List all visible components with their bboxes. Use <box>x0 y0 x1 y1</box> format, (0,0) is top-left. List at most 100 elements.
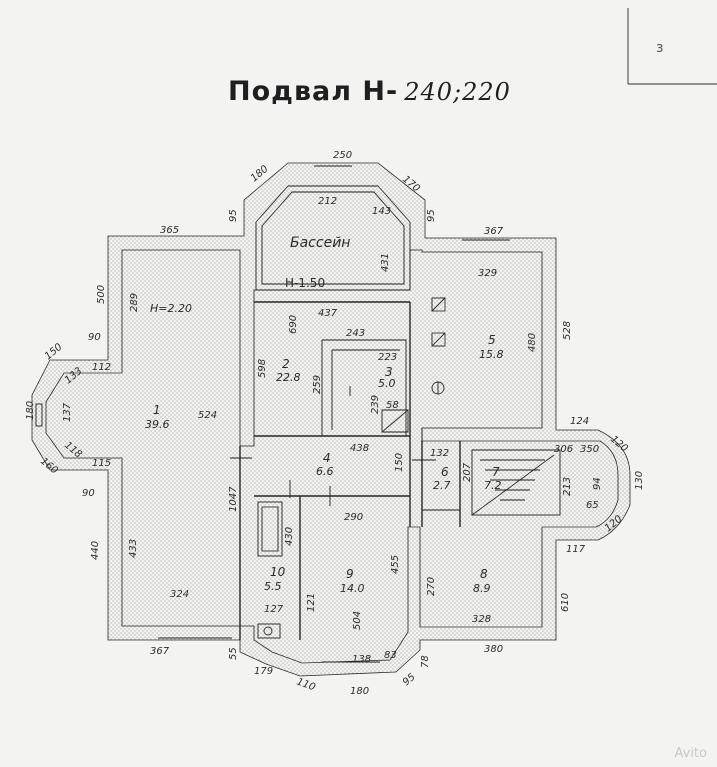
room8-area: 8.9 <box>473 582 491 595</box>
dim-room1-bottom: 324 <box>170 589 189 600</box>
dim-bay-left-90: 90 <box>88 332 101 343</box>
window-west <box>35 403 43 427</box>
dim-room1-lower: 433 <box>128 539 139 558</box>
dim-east-130: 130 <box>634 471 645 490</box>
room5-number: 5 <box>488 333 496 347</box>
dim-bay-left-180: 180 <box>25 401 36 420</box>
vent-shaft-1 <box>431 297 446 312</box>
room9-area: 14.0 <box>340 582 365 595</box>
dim-room2-width: 437 <box>318 308 338 319</box>
room7-area: 7.2 <box>484 479 502 492</box>
room9-number: 9 <box>346 567 354 581</box>
pool-inner <box>261 191 405 285</box>
dim-stair-132: 132 <box>430 448 449 459</box>
room6-area: 2.7 <box>433 479 451 492</box>
dim-stair-65: 65 <box>586 500 599 511</box>
dim-room3-223: 223 <box>378 352 397 363</box>
dim-bottom-110: 110 <box>295 676 317 693</box>
plan-title-text: Подвал Н- <box>228 76 399 107</box>
dim-room3-58: 58 <box>386 400 399 411</box>
dim-room2-598: 598 <box>257 359 268 378</box>
room3-inner <box>331 349 400 430</box>
dim-room9-138: 138 <box>352 654 371 665</box>
dim-top-bay: 250 <box>333 150 352 161</box>
dim-east-117: 117 <box>566 544 586 555</box>
dim-room3-239: 239 <box>370 395 381 414</box>
dim-bay-left-90b: 90 <box>82 488 95 499</box>
pool-depth: Н-1.50 <box>285 276 325 290</box>
dim-room5-width: 329 <box>478 268 497 279</box>
dim-stair-207: 207 <box>462 462 473 482</box>
room3-box <box>381 409 409 433</box>
stair-outline <box>471 449 561 516</box>
dim-bottom-179: 179 <box>254 666 273 677</box>
dim-room3-243: 243 <box>346 328 365 339</box>
dim-bottom-78: 78 <box>420 655 431 668</box>
dim-left-95: 95 <box>228 209 239 222</box>
dim-stair-306: 306 <box>554 444 573 455</box>
bathtub-inner <box>261 506 279 552</box>
dim-bottom-55: 55 <box>228 647 239 660</box>
toilet-bowl <box>263 626 273 636</box>
height-note: Н=2.20 <box>150 302 192 315</box>
corner-mark: з <box>656 40 664 56</box>
dim-room1-left-lower: 440 <box>90 541 101 560</box>
dim-bay-left-150: 150 <box>43 342 65 363</box>
bathtub <box>257 501 283 557</box>
vent-shaft-1-diag <box>431 297 446 312</box>
dim-room8-270: 270 <box>426 577 437 596</box>
room6-number: 6 <box>441 465 449 479</box>
room10-number: 10 <box>270 565 286 579</box>
dim-room9-width: 290 <box>344 512 363 523</box>
room1-number: 1 <box>153 403 161 417</box>
dim-bay-left-115: 115 <box>92 458 111 469</box>
room4-area: 6.6 <box>316 465 334 478</box>
dim-room2-height: 690 <box>288 315 299 334</box>
plan-title: Подвал Н-240;220 <box>228 76 511 107</box>
dim-room10-430: 430 <box>284 527 295 546</box>
vent-shaft-2 <box>431 332 446 347</box>
dim-bay-left-137: 137 <box>62 402 73 422</box>
plan-title-elevation: 240;220 <box>404 78 511 106</box>
dim-right-95: 95 <box>426 209 437 222</box>
dim-room8-328: 328 <box>472 614 491 625</box>
dim-room5-height: 480 <box>527 333 538 352</box>
vent-shaft-2-diag <box>431 332 446 347</box>
room5-area: 15.8 <box>479 348 504 361</box>
dim-corridor-1047: 1047 <box>228 486 239 512</box>
dim-room1-height: 524 <box>198 410 217 421</box>
stair-diagonal <box>471 454 555 516</box>
dim-room5-ext: 528 <box>562 321 573 340</box>
dim-pool-height: 431 <box>380 253 391 272</box>
dim-room8-610: 610 <box>560 593 571 612</box>
dim-bottom-367: 367 <box>150 646 170 657</box>
dim-corridor-150: 150 <box>394 453 405 472</box>
room8-number: 8 <box>480 567 488 581</box>
pool-label: Бассейн <box>290 235 350 251</box>
dim-room9-121: 121 <box>306 593 317 612</box>
room2-number: 2 <box>282 357 290 371</box>
dim-room2-259: 259 <box>312 375 323 394</box>
room7-number: 7 <box>492 465 500 479</box>
toilet <box>257 623 281 639</box>
dim-corridor-438: 438 <box>350 443 369 454</box>
dim-bay-left-112: 112 <box>92 362 111 373</box>
dim-room9-83: 83 <box>384 650 397 661</box>
room3-outline <box>321 339 407 436</box>
room1-area: 39.6 <box>145 418 170 431</box>
room10-area: 5.5 <box>264 580 282 593</box>
dim-bottom-180: 180 <box>350 686 369 697</box>
dim-pool-width: 212 <box>318 196 337 207</box>
dim-pool-diag: 143 <box>372 206 391 217</box>
dim-stair-213: 213 <box>562 477 573 496</box>
dim-room10-127: 127 <box>264 604 284 615</box>
dim-room1-ext: 500 <box>96 285 107 304</box>
dim-bottom-95: 95 <box>401 672 418 689</box>
watermark: Avito <box>674 746 708 761</box>
room4-number: 4 <box>323 451 331 465</box>
room3-area: 5.0 <box>378 377 396 390</box>
dim-east-124: 124 <box>570 416 589 427</box>
room3-number: 3 <box>385 365 393 379</box>
